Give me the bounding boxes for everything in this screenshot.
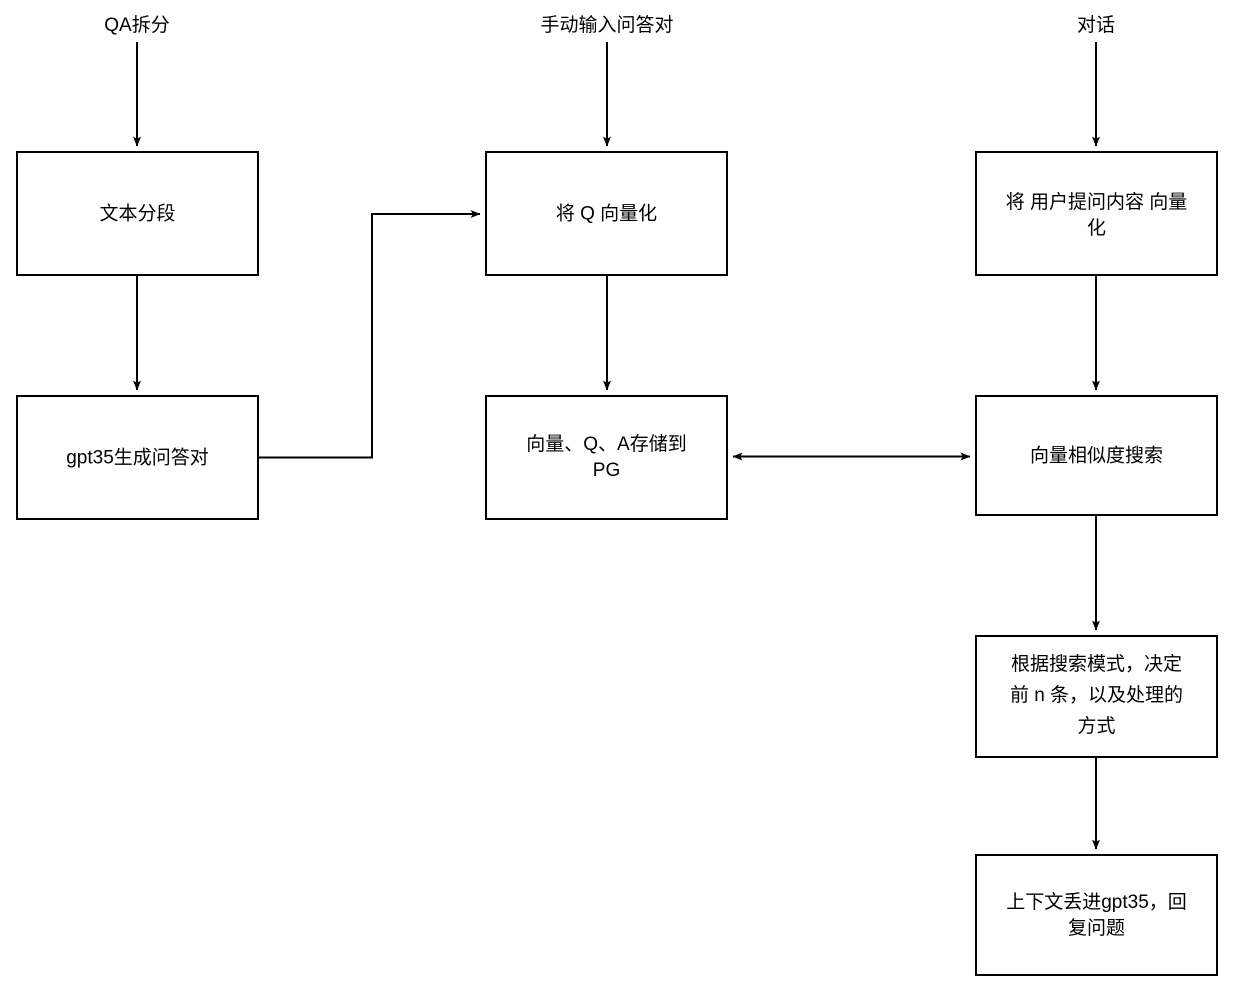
node-decide-top-n[interactable]: [975, 635, 1218, 758]
node-context-to-gpt35-label-line1: 上下文丢进gpt35，回: [1006, 891, 1187, 913]
node-vectorize-user-question-label-line2: 化: [1087, 217, 1106, 239]
node-store-to-pg[interactable]: [485, 395, 728, 520]
node-vector-similarity-search-label: 向量相似度搜索: [1030, 445, 1163, 467]
edge-label-manual-input: 手动输入问答对: [540, 14, 673, 36]
node-decide-top-n-label-line3: 方式: [1077, 715, 1115, 737]
node-vectorize-q-label: 将 Q 向量化: [556, 203, 657, 225]
node-vectorize-user-question-label-line1: 将 用户提问内容 向量: [1006, 191, 1188, 213]
node-gpt35-generate-qa-label: gpt35生成问答对: [66, 447, 209, 469]
node-decide-top-n-label-line2: 前 n 条，以及处理的: [1010, 684, 1183, 706]
edge-gpt35-to-vectorize-q: [258, 210, 481, 459]
edge-label-qa-split: QA拆分: [104, 14, 169, 36]
node-context-to-gpt35[interactable]: [975, 854, 1218, 976]
node-vectorize-q[interactable]: [485, 151, 728, 276]
node-context-to-gpt35-label-line2: 复问题: [1068, 917, 1125, 939]
node-gpt35-generate-qa[interactable]: [16, 395, 259, 520]
node-text-segmentation-label: 文本分段: [99, 203, 175, 225]
node-store-to-pg-label-line1: 向量、Q、A存储到: [526, 433, 686, 455]
node-vector-similarity-search[interactable]: [975, 395, 1218, 516]
node-decide-top-n-label-line1: 根据搜索模式，决定: [1011, 653, 1182, 675]
edge-label-dialogue: 对话: [1077, 14, 1115, 36]
node-store-to-pg-label-line2: PG: [593, 460, 620, 481]
node-vectorize-user-question[interactable]: [975, 151, 1218, 276]
